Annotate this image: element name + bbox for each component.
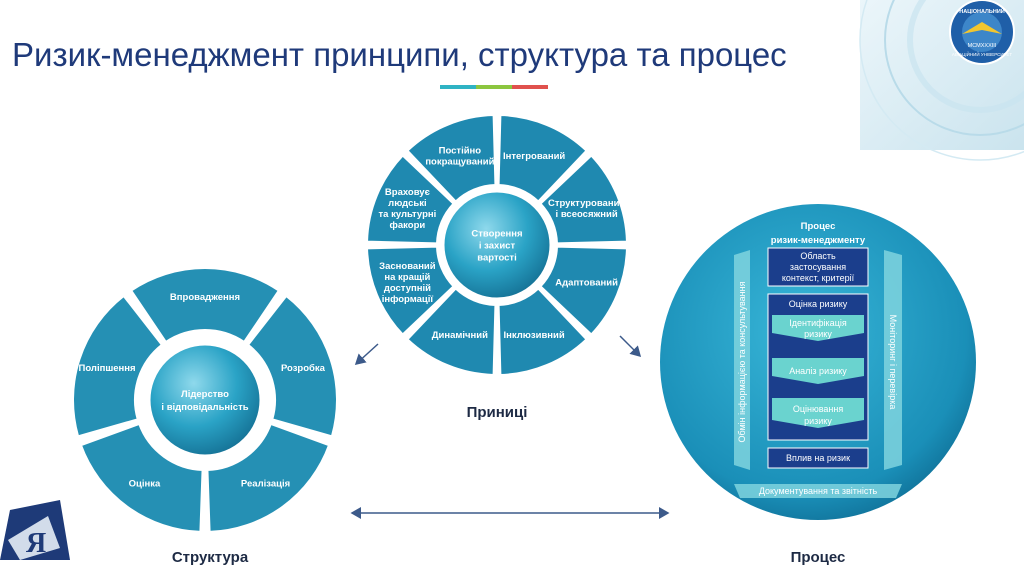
logo-text-mid: MCMXXXIII: [968, 43, 997, 49]
principle-label-line: і всеосяжний: [556, 209, 618, 220]
principle-label-line: доступній: [384, 283, 431, 294]
structure-segment: [79, 422, 204, 533]
principles-caption: Приниці: [467, 404, 528, 421]
principle-label-line: та культурні: [379, 209, 437, 220]
treatment-label: Вплив на ризик: [786, 453, 850, 463]
structure-label: Впровадження: [170, 292, 240, 303]
principle-label-line: Постійно: [439, 145, 482, 156]
svg-text:Я: Я: [26, 528, 46, 559]
structure-label: Поліпшення: [79, 363, 136, 374]
evaluation-line2: ризику: [804, 416, 832, 426]
principle-label: Інклюзивний: [504, 330, 565, 341]
logo-text-bottom: АВІАЦІЙНИЙ УНІВЕРСИТЕТ: [952, 50, 1013, 57]
principle-segment: [366, 245, 455, 336]
principle-label-line: на кращій: [384, 272, 430, 283]
analysis-line1: Аналіз ризику: [789, 366, 847, 376]
principle-segment: [497, 114, 588, 203]
process-diagram: Процес ризик-менеджменту Обмін інформаці…: [660, 204, 976, 520]
principle-label-line: Інклюзивний: [504, 330, 565, 341]
arrow-principles-to-process: [619, 335, 642, 358]
scope-box: [767, 247, 869, 287]
evaluation-line1: Оцінювання: [793, 404, 844, 414]
logo-text-top: НАЦІОНАЛЬНИЙ: [959, 7, 1005, 15]
structure-caption: Структура: [172, 549, 249, 566]
principle-label-line: Інтегрований: [503, 151, 565, 162]
treatment-box: [767, 447, 869, 469]
structure-label: Реалізація: [241, 478, 290, 489]
structure-label: Розробка: [281, 363, 326, 374]
principle-segment: [406, 287, 497, 376]
documentation-bar: [734, 484, 902, 498]
identification-step: [772, 315, 864, 341]
principles-hub-label-line: Створення: [471, 229, 522, 240]
scope-line1: Область: [800, 251, 836, 261]
analysis-step: [772, 358, 864, 384]
structure-segment: [72, 294, 164, 438]
principle-label-line: Структурований: [548, 198, 625, 209]
structure-segment: [246, 294, 338, 438]
principle-label: Динамічний: [432, 330, 488, 341]
principle-label-line: покращуваний: [425, 156, 494, 167]
evaluation-step: [772, 398, 864, 428]
principles-hub: [441, 189, 553, 301]
principle-segment: [366, 154, 455, 245]
scope-line3: контекст, критерії: [782, 273, 855, 283]
university-logo: НАЦІОНАЛЬНИЙ MCMXXXIII АВІАЦІЙНИЙ УНІВЕР…: [949, 0, 1015, 65]
process-header-line2: ризик-менеджменту: [771, 235, 866, 246]
documentation-bar-label: Документування та звітність: [759, 486, 878, 496]
principle-segment: [539, 245, 628, 336]
structure-segment: [206, 422, 331, 533]
principle-label-line: факори: [390, 220, 426, 231]
structure-segment: [129, 267, 281, 344]
principle-label-line: Заснований: [379, 261, 436, 272]
principle-segment: [539, 154, 628, 245]
page-title: Ризик-менеджмент принципи, структура та …: [12, 36, 787, 73]
principle-label: Адаптований: [555, 278, 618, 289]
communication-bar: [734, 250, 750, 470]
principles-hub-label-line: вартості: [477, 253, 516, 264]
corner-logo-icon: Я: [0, 500, 70, 560]
principle-label: Інтегрований: [503, 151, 565, 162]
principle-label-line: Враховує: [385, 187, 430, 198]
structure-hub-label-line: і відповідальність: [161, 402, 248, 413]
structure-hub-label: Лідерство і відповідальність: [161, 389, 248, 413]
structure-hub: [147, 342, 263, 458]
principle-segment: [497, 287, 588, 376]
accent-line-green: [476, 85, 512, 89]
identification-line2: ризику: [804, 329, 832, 339]
scope-line2: застосування: [790, 262, 846, 272]
identification-line1: Ідентифікація: [789, 318, 847, 328]
process-caption: Процес: [791, 549, 846, 566]
principle-segment: [406, 114, 497, 203]
assessment-title: Оцінка ризику: [789, 299, 848, 309]
principles-hub-label-line: і захист: [479, 241, 516, 252]
monitoring-bar: [884, 250, 902, 470]
accent-line-teal: [440, 85, 476, 89]
process-header-line1: Процес: [801, 221, 836, 232]
monitoring-bar-label: Моніторинг і перевірка: [888, 315, 898, 410]
arrow-principles-to-structure: [354, 343, 379, 366]
principle-label-line: Адаптований: [555, 278, 618, 289]
structure-hub-label-line: Лідерство: [181, 389, 229, 400]
structure-label: Оцінка: [129, 478, 161, 489]
communication-bar-label: Обмін інформацією та консультування: [737, 281, 747, 442]
accent-line-red: [512, 85, 548, 89]
principle-label-line: Динамічний: [432, 330, 488, 341]
principle-label-line: інформації: [382, 294, 434, 305]
principle-label-line: людські: [388, 198, 426, 209]
